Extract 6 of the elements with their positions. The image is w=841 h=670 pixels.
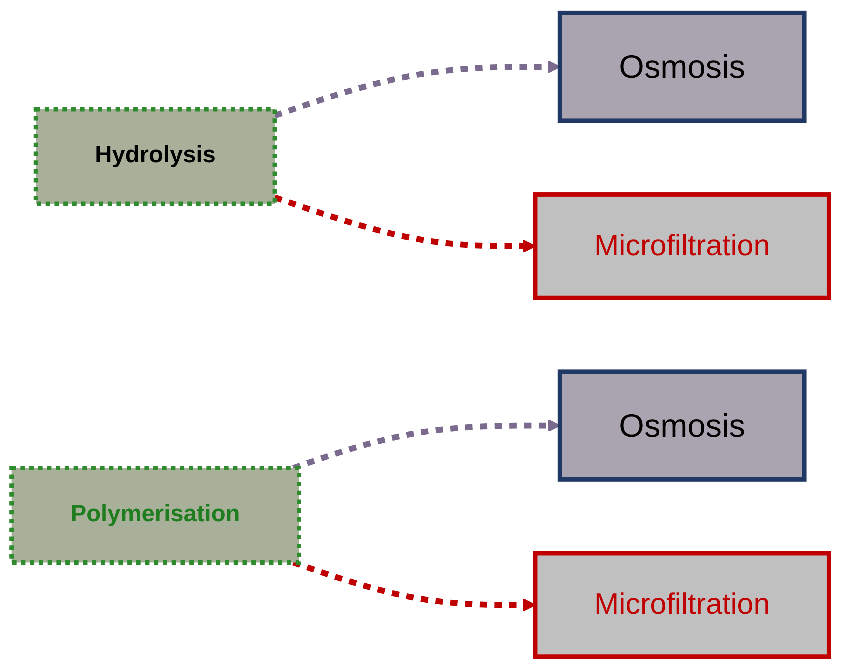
node-box: Hydrolysis bbox=[34, 107, 278, 206]
node-box: Osmosis bbox=[558, 10, 807, 124]
node-box: Polymerisation bbox=[10, 466, 302, 565]
node-box: Microfiltration bbox=[533, 551, 832, 660]
node-box: Osmosis bbox=[558, 370, 807, 482]
node-box: Microfiltration bbox=[533, 192, 832, 300]
